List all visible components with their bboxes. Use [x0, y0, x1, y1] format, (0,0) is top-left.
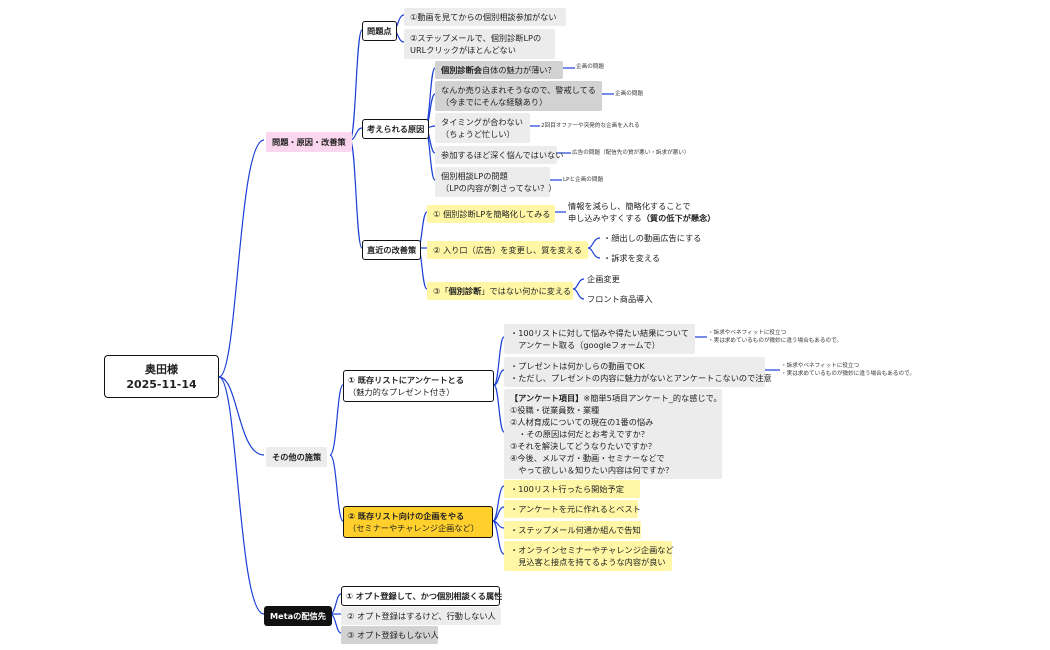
survey-items-list[interactable]: 【アンケート項目】※簡単5項目アンケート_的な感じで。 ①役職・従業員数・業種 ②… [504, 389, 722, 479]
branch-problem[interactable]: 問題・原因・改善策 [266, 132, 352, 152]
cause-5-note: LPと企画の問題 [563, 177, 604, 183]
node-survey[interactable]: ① 既存リストにアンケートとる （魅力的なプレゼント付き） [343, 370, 494, 402]
branch-other[interactable]: その他の施策 [266, 447, 328, 467]
cause-1-bold: 個別診断会 [441, 65, 482, 75]
node-issues[interactable]: 問題点 [362, 21, 397, 41]
meta-item-2[interactable]: ② オプト登録はするけど、行動しない人 [341, 607, 501, 625]
fix-3-a: 企画変更 [587, 274, 620, 284]
plan-item-2[interactable]: ・アンケートを元に作れるとベスト [504, 500, 641, 518]
fix-2-a: ・顔出しの動画広告にする [603, 233, 702, 243]
plan-item-1[interactable]: ・100リスト行ったら開始予定 [504, 480, 640, 498]
plan-item-3[interactable]: ・ステップメール何通か組んで告知 [504, 521, 641, 539]
survey-list-head: 【アンケート項目】 [510, 393, 584, 403]
client-name: 奥田様 [145, 362, 178, 376]
branch-meta[interactable]: Metaの配信先 [264, 606, 332, 626]
node-causes[interactable]: 考えられる原因 [362, 119, 430, 139]
survey-item-1-note: ・訴求やベネフィットに役立つ ・実は求めているものが微妙に違う場合もあるので。 [708, 330, 843, 344]
cause-1-note: 企画の問題 [576, 64, 604, 70]
fix-1-note-text: 情報を減らし、簡略化することで 申し込みやすくする [568, 201, 691, 223]
survey-item-2-note: ・訴求やベネフィットに役立つ ・実は求めているものが微妙に違う場合もあるので。 [781, 363, 916, 377]
survey-list-head-rest: ※簡単5項目アンケート_的な感じで。 [583, 393, 722, 403]
plan-item-4[interactable]: ・オンラインセミナーやチャレンジ企画など 見込客と接点を持てるような内容が良い [504, 541, 674, 571]
date-label: 2025-11-14 [126, 377, 197, 391]
fix-1-note-bold: （質の低下が懸念） [641, 213, 716, 223]
fix-3-post: 」ではない何かに変える [481, 286, 572, 296]
cause-1-rest: 自体の魅力が薄い？ [481, 65, 556, 75]
survey-item-1[interactable]: ・100リストに対して悩みや得たい結果について アンケート取る（googleフォ… [504, 324, 695, 354]
fix-3-pre: ③「 [433, 286, 449, 296]
meta-item-1[interactable]: ① オプト登録して、かつ個別相談くる属性 [341, 586, 502, 606]
plan-title: ② 既存リスト向けの企画をやる [348, 511, 465, 521]
fix-1[interactable]: ① 個別診断LPを簡略化してみる [427, 205, 555, 223]
fix-2[interactable]: ② 入り口（広告）を変更し、質を変える [427, 241, 588, 259]
cause-1[interactable]: 個別診断会自体の魅力が薄い？ [435, 61, 563, 79]
plan-sub: （セミナーやチャレンジ企画など） [348, 523, 479, 533]
cause-4[interactable]: 参加するほど深く悩んではいない [435, 146, 563, 164]
fix-3[interactable]: ③「個別診断」ではない何かに変える [427, 282, 573, 300]
issue-2[interactable]: ②ステップメールで、個別診断LPの URLクリックがほとんどない [404, 29, 555, 59]
fix-1-note: 情報を減らし、簡略化することで 申し込みやすくする（質の低下が懸念） [566, 200, 717, 224]
issue-1[interactable]: ①動画を見てからの個別相談参加がない [404, 8, 566, 26]
fix-2-b: ・訴求を変える [603, 253, 661, 263]
meta-item-3[interactable]: ③ オプト登録もしない人 [341, 626, 439, 644]
cause-2-note: 企画の問題 [615, 91, 643, 97]
cause-3-note: 2回目オファーや突発的な企画を入れる [541, 123, 640, 129]
fix-3-bold: 個別診断 [448, 286, 482, 296]
cause-5[interactable]: 個別相談LPの問題 （LPの内容が刺さってない？） [435, 167, 557, 197]
survey-item-2[interactable]: ・プレゼントは何かしらの動画でOK ・ただし、プレゼントの内容に魅力がないとアン… [504, 357, 772, 387]
cause-2[interactable]: なんか売り込まれそうなので、警戒してる （今までにそんな経験あり） [435, 81, 602, 111]
node-fixes[interactable]: 直近の改善策 [362, 240, 422, 260]
node-plan[interactable]: ② 既存リスト向けの企画をやる （セミナーやチャレンジ企画など） [343, 506, 493, 538]
survey-title: ① 既存リストにアンケートとる [348, 375, 464, 385]
fix-3-b: フロント商品導入 [587, 294, 653, 304]
cause-4-note: 広告の問題（配信先の質が悪い・訴求が悪い） [572, 150, 690, 156]
survey-sub: （魅力的なプレゼント付き） [348, 387, 455, 397]
cause-3[interactable]: タイミングが合わない （ちょうど忙しい） [435, 113, 530, 143]
survey-list-body: ①役職・従業員数・業種 ②人材育成についての現在の1番の悩み ・その原因は何だと… [510, 405, 674, 475]
